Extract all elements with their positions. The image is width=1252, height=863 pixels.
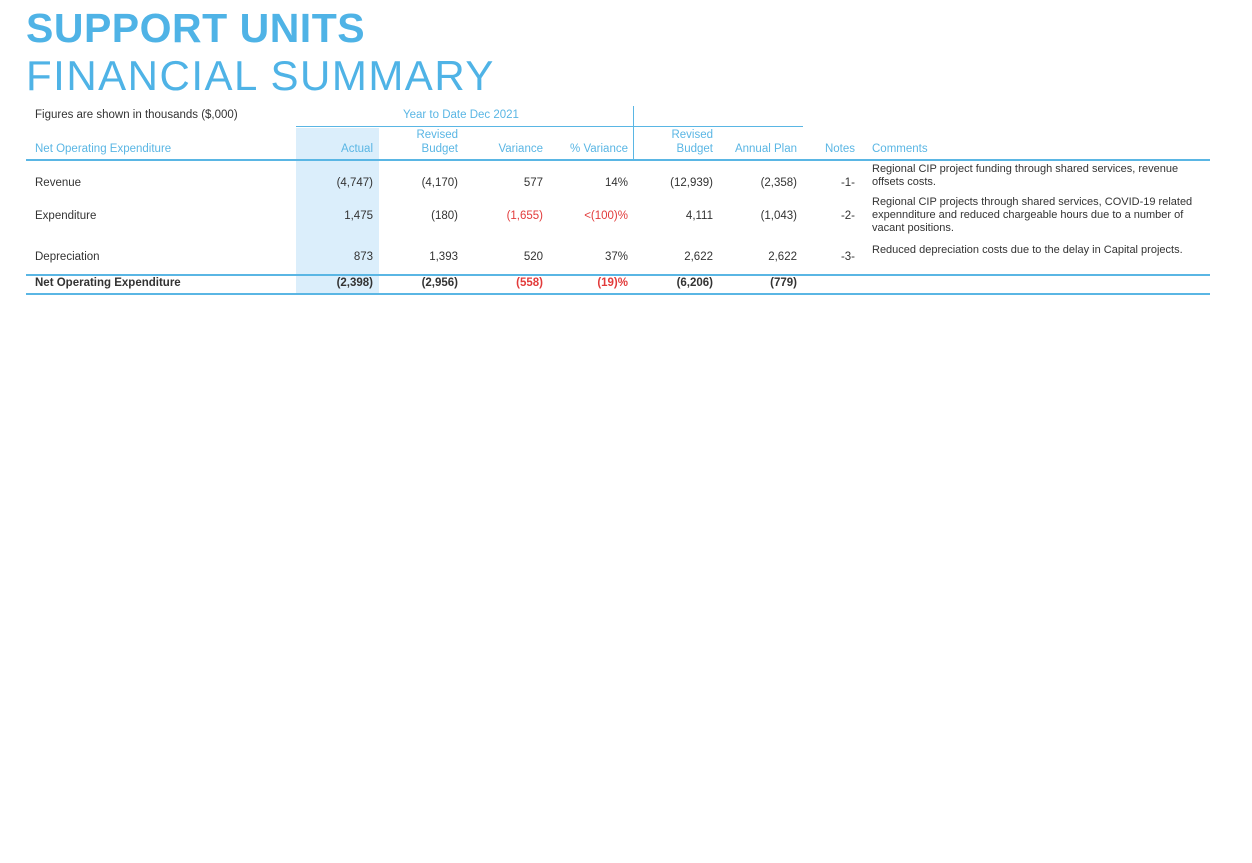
- cell-variance: 520: [523, 251, 543, 263]
- period-label: Year to Date Dec 2021: [403, 109, 519, 121]
- col-pct-variance: % Variance: [570, 143, 628, 155]
- cell-actual: 1,475: [344, 210, 373, 222]
- row-label: Depreciation: [35, 251, 100, 263]
- col-notes: Notes: [824, 143, 855, 155]
- col-comments: Comments: [872, 143, 928, 155]
- total-rule-top: [26, 274, 1210, 276]
- cell-comment: Reduced depreciation costs due to the de…: [872, 244, 1183, 256]
- period-divider: [633, 106, 634, 159]
- cell-comment: Regional CIP projects through shared ser…: [872, 196, 1193, 234]
- total-pct-variance: (19)%: [597, 277, 628, 289]
- total-revised-budget-ytd: (2,956): [421, 277, 458, 289]
- page-title: SUPPORT UNITS: [26, 5, 366, 51]
- cell-notes: -3-: [840, 251, 855, 263]
- cell-pct-variance: <(100)%: [584, 210, 628, 222]
- cell-revised-budget: (12,939): [670, 177, 713, 189]
- col-revised-budget-ytd-line2: Budget: [421, 143, 458, 155]
- cell-revised-budget: 4,111: [685, 210, 713, 222]
- page-subtitle: FINANCIAL SUMMARY: [26, 52, 495, 99]
- col-revised-budget-line2: Budget: [676, 143, 713, 155]
- cell-revised-budget: 2,622: [684, 251, 713, 263]
- cell-annual-plan: (2,358): [760, 177, 797, 189]
- col-revised-budget-line1: Revised: [671, 129, 713, 141]
- cell-revised-budget-ytd: 1,393: [429, 251, 458, 263]
- cell-revised-budget-ytd: (4,170): [421, 177, 458, 189]
- col-annual-plan: Annual Plan: [734, 143, 797, 155]
- cell-actual: (4,747): [336, 177, 373, 189]
- cell-notes: -1-: [840, 177, 855, 189]
- actual-column-highlight: [296, 128, 379, 294]
- col-variance: Variance: [498, 143, 543, 155]
- cell-variance: 577: [523, 177, 543, 189]
- row-label: Revenue: [35, 177, 82, 189]
- total-revised-budget: (6,206): [676, 277, 713, 289]
- row-label: Expenditure: [35, 210, 97, 222]
- cell-annual-plan: (1,043): [760, 210, 797, 222]
- col-actual: Actual: [341, 143, 373, 155]
- row-header: Net Operating Expenditure: [35, 143, 172, 155]
- total-label: Net Operating Expenditure: [35, 277, 181, 289]
- cell-actual: 873: [353, 251, 373, 263]
- total-rule-bottom: [26, 293, 1210, 295]
- col-revised-budget-ytd-line1: Revised: [416, 129, 458, 141]
- cell-pct-variance: 37%: [604, 251, 628, 263]
- total-variance: (558): [516, 277, 543, 289]
- period-underline: [296, 126, 803, 127]
- cell-comment: Regional CIP project funding through sha…: [872, 163, 1179, 188]
- total-actual: (2,398): [336, 277, 373, 289]
- cell-revised-budget-ytd: (180): [431, 210, 458, 222]
- cell-notes: -2-: [840, 210, 855, 222]
- cell-pct-variance: 14%: [604, 177, 628, 189]
- total-annual-plan: (779): [770, 277, 797, 289]
- units-note: Figures are shown in thousands ($,000): [35, 109, 238, 121]
- header-rule: [26, 159, 1210, 161]
- cell-variance: (1,655): [506, 210, 543, 222]
- cell-annual-plan: 2,622: [768, 251, 797, 263]
